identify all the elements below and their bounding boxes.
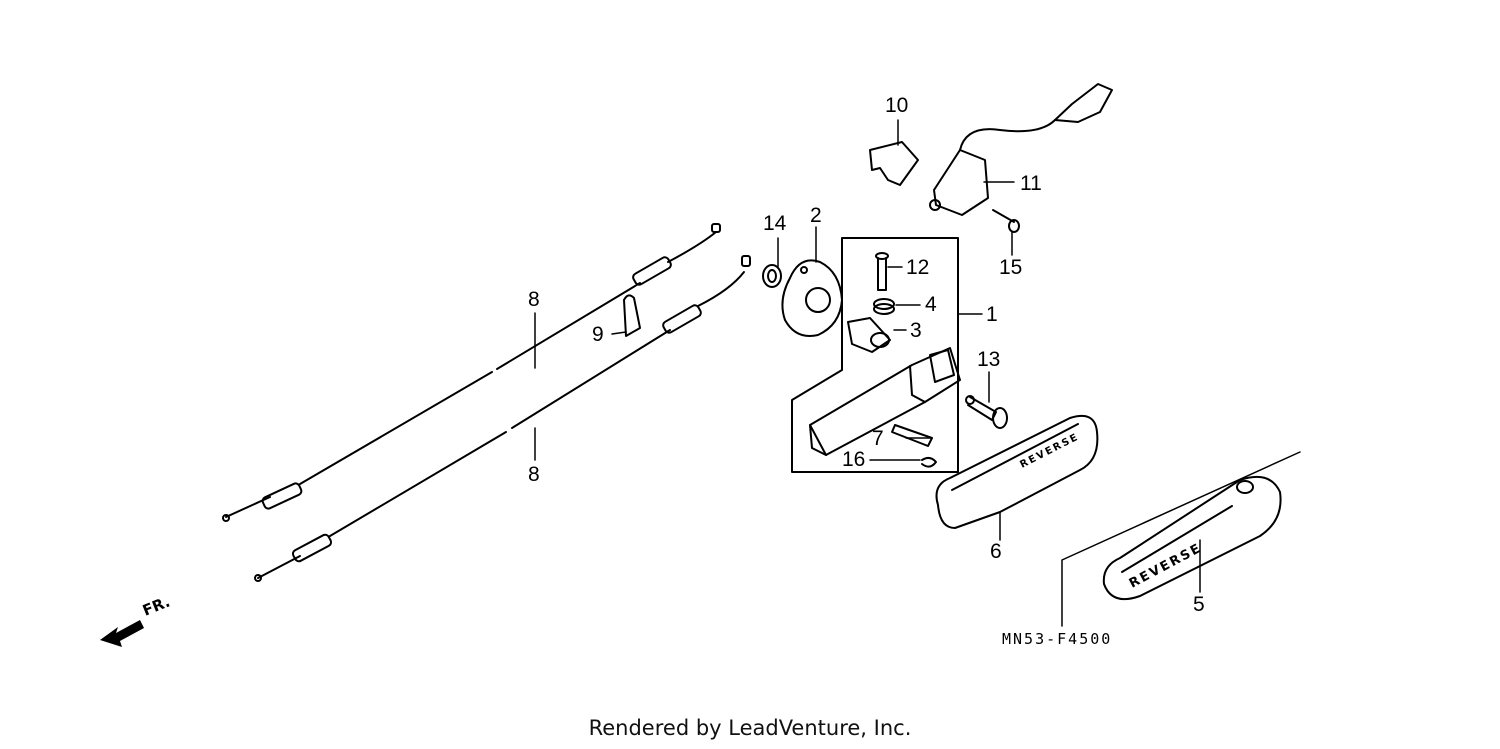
callout-14: 14 [763, 212, 787, 235]
pin [875, 252, 889, 291]
bolt [965, 395, 1008, 429]
cable-clip [623, 294, 641, 337]
collar [847, 317, 891, 353]
clip-ring [921, 456, 937, 468]
screw [992, 209, 1020, 233]
front-arrow-icon [100, 620, 144, 647]
cable-lower [254, 255, 751, 582]
callout-4: 4 [925, 293, 937, 316]
callout-7: 7 [872, 427, 884, 450]
callout-6: 6 [990, 540, 1002, 563]
lever-arm [809, 347, 961, 456]
callout-10: 10 [885, 94, 909, 117]
callout-2: 2 [810, 204, 822, 227]
callout-15: 15 [999, 256, 1023, 279]
washer [762, 264, 782, 288]
diagram-code: MN53-F4500 [1002, 630, 1113, 648]
callout-9: 9 [592, 323, 604, 346]
lever-plate [781, 259, 843, 337]
callout-13: 13 [977, 348, 1001, 371]
callout-16: 16 [842, 448, 866, 471]
callout-8-upper: 8 [528, 288, 540, 311]
grip-6 [935, 414, 1099, 529]
assembly-box [791, 237, 959, 473]
callout-1: 1 [986, 303, 998, 326]
callout-5: 5 [1193, 593, 1205, 616]
switch [929, 83, 1113, 216]
callout-11: 11 [1020, 172, 1042, 195]
cable-upper [222, 223, 721, 522]
link-rod [891, 424, 933, 447]
leader-lines [534, 119, 1301, 627]
grip-5 [1102, 476, 1282, 600]
footer-credit: Rendered by LeadVenture, Inc. [588, 716, 912, 740]
callout-8-lower: 8 [528, 463, 540, 486]
callout-12: 12 [906, 256, 930, 279]
callout-3: 3 [910, 319, 922, 342]
spring [873, 298, 895, 315]
switch-bracket [869, 141, 919, 186]
